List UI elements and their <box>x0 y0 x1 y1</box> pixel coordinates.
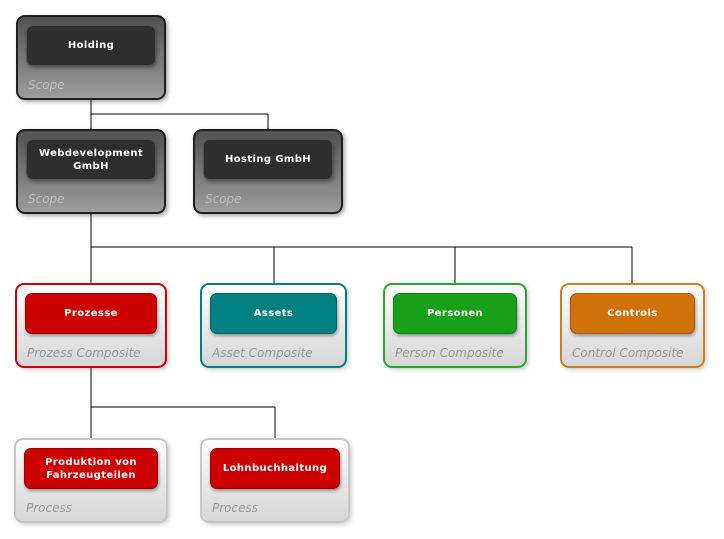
node-lohnbuchhaltung[interactable]: Lohnbuchhaltung Process <box>200 438 350 523</box>
node-type-label: Process <box>26 501 72 515</box>
node-title: Holding <box>67 40 115 51</box>
node-title: Prozesse <box>64 308 118 319</box>
node-title: Produktion von Fahrzeugteilen <box>45 456 137 481</box>
node-type-label: Control Composite <box>572 346 684 360</box>
node-hosting-title-box: Hosting GmbH <box>203 139 333 180</box>
node-prozesse[interactable]: Prozesse Prozess Composite <box>15 283 167 368</box>
node-prozesse-title-box: Prozesse <box>25 293 157 334</box>
node-type-label: Prozess Composite <box>27 346 141 360</box>
node-title: Lohnbuchhaltung <box>222 463 328 474</box>
node-type-label: Process <box>212 501 258 515</box>
node-hosting-gmbh[interactable]: Hosting GmbH Scope <box>193 129 343 214</box>
node-type-label: Scope <box>28 78 65 92</box>
node-holding[interactable]: Holding Scope <box>16 15 166 100</box>
node-title: Controls <box>607 308 658 319</box>
node-produktion-title-box: Produktion von Fahrzeugteilen <box>24 448 158 489</box>
node-personen-title-box: Personen <box>393 293 517 334</box>
node-produktion-von-fahrzeugteilen[interactable]: Produktion von Fahrzeugteilen Process <box>14 438 168 523</box>
node-controls[interactable]: Controls Control Composite <box>560 283 705 368</box>
node-webdevelopment-gmbh[interactable]: Webdevelopment GmbH Scope <box>16 129 166 214</box>
node-title: Hosting GmbH <box>224 154 312 165</box>
node-assets[interactable]: Assets Asset Composite <box>200 283 347 368</box>
node-controls-title-box: Controls <box>570 293 695 334</box>
node-personen[interactable]: Personen Person Composite <box>383 283 527 368</box>
node-webdevelopment-title-box: Webdevelopment GmbH <box>26 139 156 180</box>
node-title: Webdevelopment GmbH <box>39 147 144 172</box>
node-type-label: Scope <box>205 192 242 206</box>
node-lohnbuchhaltung-title-box: Lohnbuchhaltung <box>210 448 340 489</box>
node-title: Personen <box>426 308 484 319</box>
node-type-label: Person Composite <box>395 346 504 360</box>
node-type-label: Scope <box>28 192 65 206</box>
node-holding-title-box: Holding <box>26 25 156 66</box>
node-assets-title-box: Assets <box>210 293 337 334</box>
node-type-label: Asset Composite <box>212 346 313 360</box>
node-title: Assets <box>253 308 294 319</box>
